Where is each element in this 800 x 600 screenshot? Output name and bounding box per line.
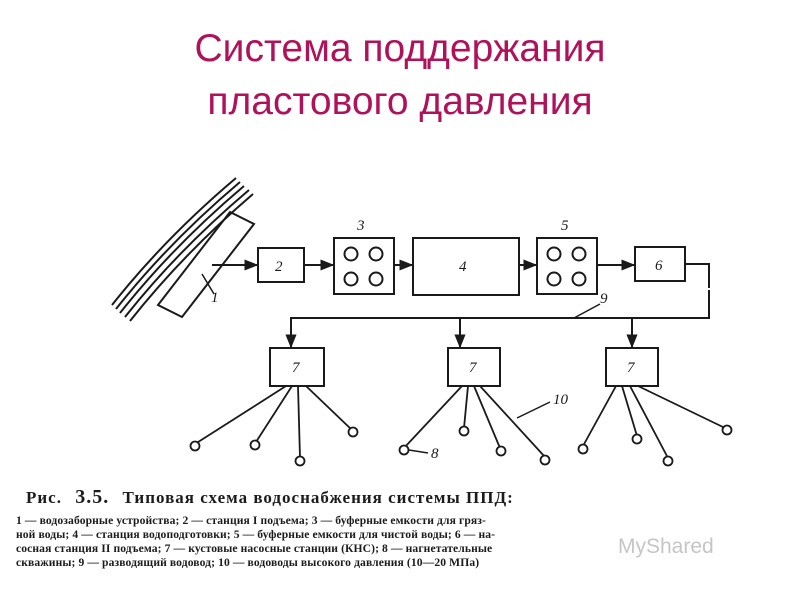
label-intake: 1	[211, 290, 219, 306]
hp-lines-label-leader	[516, 401, 551, 419]
hp-lines-cluster-a	[194, 385, 353, 459]
well	[495, 445, 507, 457]
well	[631, 433, 643, 445]
buffer-tanks-clean-circles	[546, 246, 587, 287]
label-cluster-b: 7	[469, 360, 478, 376]
distribution-main-line	[285, 290, 710, 349]
cluster-pump-station-c	[605, 347, 659, 387]
well	[721, 424, 733, 436]
watermark: MyShared	[618, 535, 714, 558]
legend-line-3: сосная станция II подъема; 7 — кустовые …	[16, 542, 493, 555]
legend-line-2: ной воды; 4 — станция водоподготовки; 5 …	[16, 528, 496, 541]
intake-label-leader	[201, 273, 215, 295]
well	[577, 443, 589, 455]
well	[189, 440, 201, 452]
hp-lines-cluster-c	[582, 385, 726, 459]
buffer-tanks-dirty-circles	[343, 246, 384, 287]
caption-fig-title: Типовая схема водоснабжения системы ППД:	[122, 488, 514, 507]
well	[662, 455, 674, 467]
label-buffer-dirty: 3	[356, 218, 365, 234]
pump-station-2-outlet	[685, 263, 710, 288]
label-main-line: 9	[600, 291, 608, 307]
buffer-tanks-dirty-box	[333, 237, 395, 295]
caption-fig-number: 3.5.	[75, 486, 110, 508]
cluster-pump-station-a	[269, 347, 325, 387]
slide-title: Система поддержания пластового давления	[0, 22, 800, 128]
main-line-label-leader	[573, 303, 601, 319]
well-label-leader	[408, 449, 429, 454]
caption-fig-prefix: Рис.	[26, 488, 62, 507]
intake-structure	[156, 210, 256, 319]
river-water-source	[111, 177, 254, 322]
well	[249, 439, 261, 451]
label-pump-station-2: 6	[655, 258, 663, 274]
title-line-1: Система поддержания	[194, 27, 606, 70]
caption-heading: Рис. 3.5. Типовая схема водоснабжения си…	[26, 486, 788, 509]
legend-line-1: 1 — водозаборные устройства; 2 — станция…	[16, 514, 486, 527]
hp-lines-cluster-b	[403, 385, 551, 458]
injection-wells	[189, 424, 733, 467]
label-hp-lines: 10	[553, 392, 569, 408]
label-cluster-a: 7	[292, 360, 301, 376]
well	[347, 426, 359, 438]
well	[539, 454, 551, 466]
well	[398, 444, 410, 456]
label-treatment: 4	[459, 259, 467, 275]
well	[294, 455, 306, 467]
title-line-2: пластового давления	[207, 80, 593, 123]
label-cluster-c: 7	[627, 360, 636, 376]
label-well: 8	[431, 446, 439, 462]
legend-line-4: скважины; 9 — разводящий водовод; 10 — в…	[16, 556, 480, 569]
label-buffer-clean: 5	[561, 218, 569, 234]
water-treatment-box	[412, 237, 520, 296]
figure-caption: Рис. 3.5. Типовая схема водоснабжения си…	[16, 486, 788, 570]
well	[458, 425, 470, 437]
label-pump-station-1: 2	[275, 259, 283, 275]
caption-legend: 1 — водозаборные устройства; 2 — станция…	[16, 514, 788, 570]
buffer-tanks-clean-box	[536, 237, 598, 295]
